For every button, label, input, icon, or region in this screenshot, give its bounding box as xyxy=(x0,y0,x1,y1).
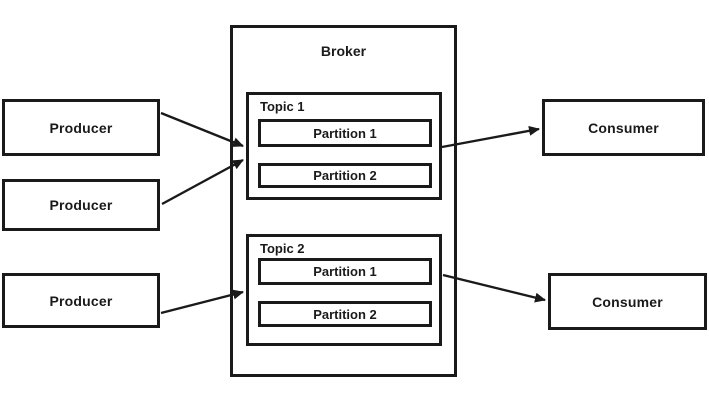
producer-box-1: Producer xyxy=(2,99,160,156)
broker-box: Broker Topic 1 Partition 1 Partition 2 T… xyxy=(230,25,457,377)
topic-1-partition-2-box: Partition 2 xyxy=(258,163,432,188)
topic-1-box: Topic 1 Partition 1 Partition 2 xyxy=(246,92,442,200)
producer-label: Producer xyxy=(49,292,113,309)
consumer-box-2: Consumer xyxy=(548,273,707,330)
partition-label: Partition 1 xyxy=(313,264,377,279)
topic-2-box: Topic 2 Partition 1 Partition 2 xyxy=(246,234,442,346)
topic-2-label: Topic 2 xyxy=(260,241,305,256)
consumer-label: Consumer xyxy=(592,293,663,310)
producer-box-3: Producer xyxy=(2,273,160,328)
partition-label: Partition 2 xyxy=(313,168,377,183)
topic-1-label: Topic 1 xyxy=(260,99,305,114)
producer-box-2: Producer xyxy=(2,179,160,231)
partition-label: Partition 1 xyxy=(313,125,377,141)
topic-2-partition-2-box: Partition 2 xyxy=(258,301,432,327)
broker-label: Broker xyxy=(320,43,367,59)
partition-label: Partition 2 xyxy=(313,306,377,322)
producer-label: Producer xyxy=(49,119,113,136)
consumer-box-1: Consumer xyxy=(542,99,705,156)
topic-1-partition-1-box: Partition 1 xyxy=(258,119,432,147)
topic-2-partition-1-box: Partition 1 xyxy=(258,258,432,285)
consumer-label: Consumer xyxy=(588,119,659,136)
arrow-topic2-to-consumer2 xyxy=(442,273,546,303)
producer-label: Producer xyxy=(49,197,113,213)
